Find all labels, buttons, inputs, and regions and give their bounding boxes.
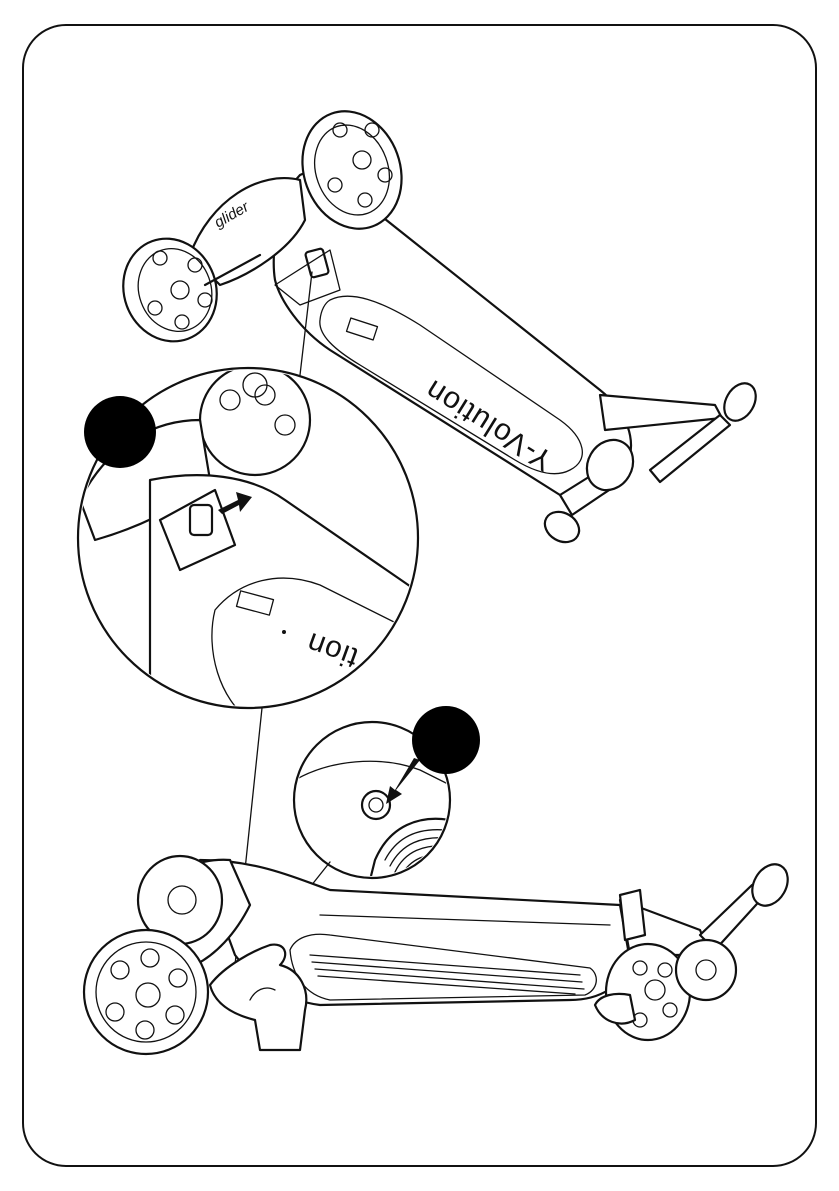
brake-pedal bbox=[595, 994, 635, 1024]
lock-knob bbox=[362, 791, 390, 819]
side-wheel-right-2 bbox=[676, 940, 736, 1000]
side-wheel-front bbox=[84, 930, 208, 1054]
steering-column bbox=[600, 395, 722, 430]
step-marker-2 bbox=[412, 706, 480, 774]
zoom-detail-1: tion bbox=[78, 365, 430, 720]
zoom-detail-2 bbox=[290, 706, 480, 880]
folding-clamp bbox=[620, 890, 645, 940]
bottom-scooter bbox=[84, 856, 795, 1054]
step-marker-1 bbox=[84, 396, 156, 468]
zoom-release-button bbox=[190, 505, 212, 535]
